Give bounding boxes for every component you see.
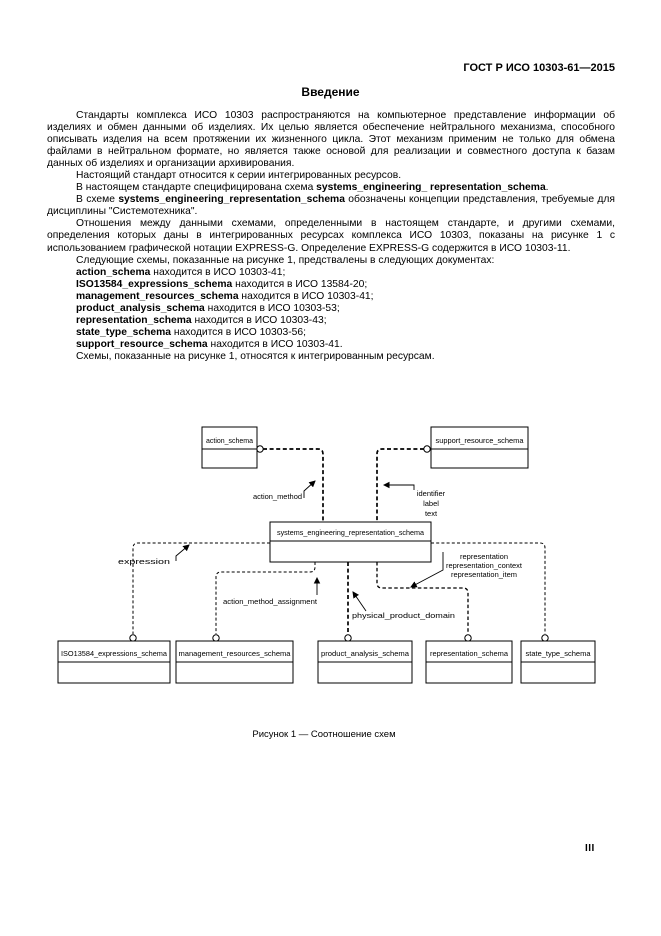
paragraph: action_schema находится в ИСО 10303-41;	[47, 267, 615, 279]
schema-name-text: ISO13584_expressions_schema	[76, 278, 233, 290]
figure-caption: Рисунок 1 — Соотношение схем	[252, 729, 396, 740]
ref-line-action-schema	[263, 448, 324, 522]
ref-circle-management-resources-schema	[212, 634, 220, 642]
text-run: Настоящий стандарт относится к серии инт…	[76, 170, 402, 182]
label-identifier: identifier	[417, 489, 446, 498]
body-text: Стандарты комплекса ИСО 10303 распростра…	[47, 110, 615, 363]
schema-box-state-title: state_type_schema	[526, 649, 592, 658]
label-representation-context: representation_context	[446, 561, 523, 570]
paragraph: Следующие схемы, показанные на рисунке 1…	[47, 255, 615, 267]
ref-line-management-resources-schema	[215, 562, 316, 634]
schema-name-text: representation_schema	[76, 314, 192, 326]
schema-box-support-title: support_resource_schema	[436, 436, 525, 445]
text-run: Отношения между данными схемами, определ…	[47, 218, 615, 254]
schema-name-text: systems_engineering_representation_schem…	[118, 194, 345, 206]
text-run: находится в ИСО 10303-41;	[150, 266, 286, 278]
ref-circle-product-analysis-schema	[344, 634, 352, 642]
schema-name-text: action_schema	[76, 266, 151, 278]
paragraph: ISO13584_expressions_schema находится в …	[47, 279, 615, 291]
leader-arrow-representation	[410, 552, 444, 588]
text-run: находится в ИСО 10303-56;	[171, 326, 306, 338]
text-run: находится в ИСО 10303-53;	[204, 302, 340, 314]
document-header: ГОСТ Р ИСО 10303-61—2015	[463, 62, 615, 74]
schema-box-central	[269, 521, 432, 563]
schema-name-text: support_resource_schema	[76, 338, 208, 350]
schema-box-management-title: management_resources_schema	[179, 649, 292, 658]
ref-line-iso13584-expressions-schema	[132, 542, 270, 634]
ref-circle-support-resource-schema	[423, 445, 431, 453]
schema-name-text: state_type_schema	[76, 326, 172, 338]
paragraph: В схеме systems_engineering_representati…	[47, 194, 615, 218]
text-run: Стандарты комплекса ИСО 10303 распростра…	[47, 110, 615, 170]
schema-box-representation-title: representation_schema	[430, 649, 509, 658]
label-representation: representation	[460, 552, 508, 561]
ref-circle-representation-schema	[464, 634, 472, 642]
ref-circle-action-schema	[256, 445, 264, 453]
paragraph: Отношения между данными схемами, определ…	[47, 218, 615, 254]
paragraph: Схемы, показанные на рисунке 1, относятс…	[47, 351, 615, 363]
paragraph: product_analysis_schema находится в ИСО …	[47, 303, 615, 315]
ref-circle-state-type-schema	[541, 634, 549, 642]
ref-circle-iso13584-expressions-schema	[129, 634, 137, 642]
label-physical-product-domain: physical_product_domain	[352, 611, 455, 620]
schema-name-text: management_resources_schema	[76, 290, 239, 302]
text-run: находится в ИСО 10303-41.	[207, 338, 343, 350]
ref-line-support-resource-schema	[376, 448, 424, 522]
text-run: обозначены концепции представления, треб…	[47, 194, 615, 218]
leader-arrow-identifier	[382, 481, 415, 490]
paragraph: В настоящем стандарте специфицирована сх…	[47, 182, 615, 194]
paragraph: Стандарты комплекса ИСО 10303 распростра…	[47, 110, 615, 170]
text-run: Следующие схемы, показанные на рисунке 1…	[76, 254, 495, 266]
paragraph: state_type_schema находится в ИСО 10303-…	[47, 327, 615, 339]
text-run: .	[545, 182, 549, 194]
leader-arrow-action-method	[303, 480, 316, 498]
label-action-method: action_method	[253, 492, 302, 501]
schema-box-action	[201, 426, 258, 469]
page-title: Введение	[301, 85, 360, 99]
label-expression: expression	[118, 557, 170, 566]
schema-box-central-title: systems_engineering_representation_schem…	[277, 528, 425, 537]
text-run: Схемы, показанные на рисунке 1, относятс…	[76, 350, 435, 362]
leader-arrow-physical-product-domain	[352, 591, 367, 612]
schema-name-text: systems_engineering_ representation_sche…	[316, 182, 546, 194]
leader-arrow-expression	[175, 544, 190, 561]
text-run: находится в ИСО 10303-43;	[191, 314, 327, 326]
figure-diagram: action_schema support_resource_schema sy…	[57, 426, 596, 684]
paragraph: management_resources_schema находится в …	[47, 291, 615, 303]
schema-name-text: product_analysis_schema	[76, 302, 205, 314]
schema-box-support	[430, 426, 529, 469]
label-representation-item: representation_item	[451, 570, 517, 579]
schema-box-product-title: product_analysis_schema	[321, 649, 410, 658]
paragraph: representation_schema находится в ИСО 10…	[47, 315, 615, 327]
text-run: находится в ИСО 10303-41;	[238, 290, 374, 302]
label-label: label	[423, 499, 439, 508]
text-run: находится в ИСО 13584-20;	[232, 278, 368, 290]
label-action-method-assignment: action_method_assignment	[223, 597, 318, 606]
text-run: В схеме	[76, 194, 119, 206]
ref-line-state-type-schema	[431, 542, 546, 634]
page-number: III	[585, 843, 595, 854]
schema-box-iso13584-title: ISO13584_expressions_schema	[61, 649, 168, 658]
schema-box-action-title: action_schema	[206, 436, 254, 445]
label-text: text	[425, 509, 438, 518]
paragraph: support_resource_schema находится в ИСО …	[47, 339, 615, 351]
paragraph: Настоящий стандарт относится к серии инт…	[47, 170, 615, 182]
text-run: В настоящем стандарте специфицирована сх…	[76, 182, 317, 194]
